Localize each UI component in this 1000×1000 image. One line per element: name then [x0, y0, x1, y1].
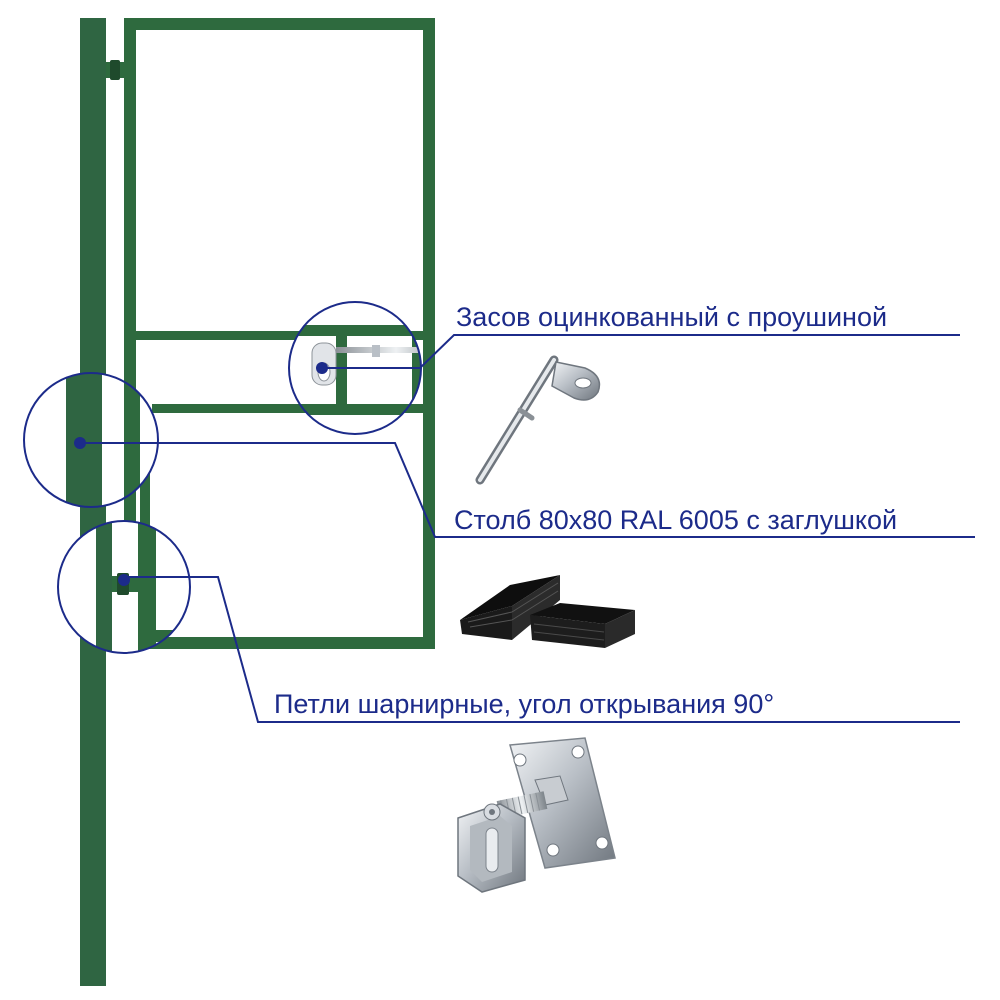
top-hinge-icon	[106, 60, 126, 80]
galvanized-latch-icon	[475, 355, 601, 485]
gate-crossbar-lower	[152, 404, 423, 413]
callout-label-post: Столб 80х80 RAL 6005 с заглушкой	[454, 505, 897, 535]
leader-latch	[322, 334, 960, 369]
post-end-cap-icon	[460, 575, 635, 648]
callout-label-latch: Засов оцинкованный с проушиной	[456, 302, 887, 332]
callout-label-hinges: Петли шарнирные, угол открывания 90°	[274, 689, 774, 719]
callout-leaders	[80, 334, 975, 723]
hinge-icon	[457, 737, 616, 893]
gate	[80, 18, 435, 986]
gate-leaf-frame	[124, 18, 435, 649]
leader-post	[80, 442, 975, 538]
leader-hinge	[124, 576, 960, 723]
zoom-circle-post	[23, 372, 159, 508]
gate-crossbar-upper	[136, 331, 423, 340]
